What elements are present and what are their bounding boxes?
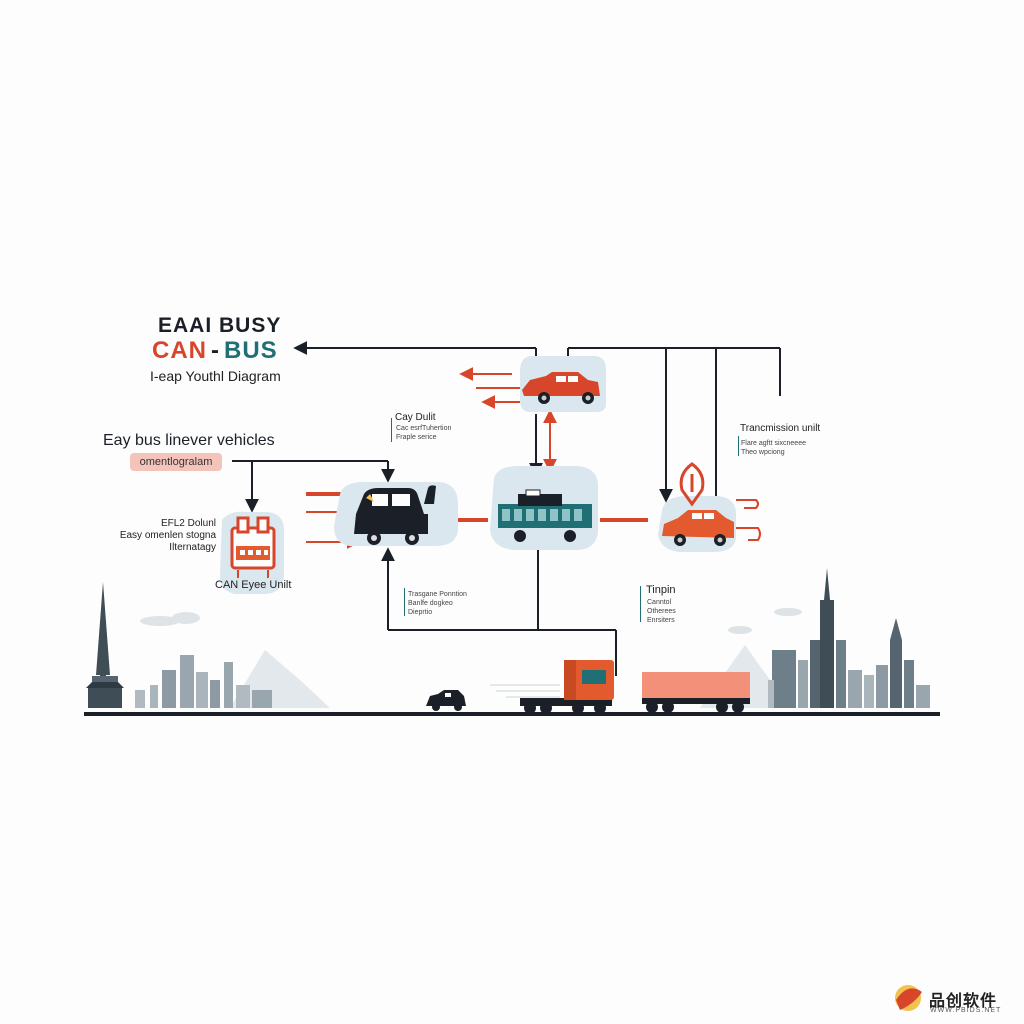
tinpin-lines: Canntol Otherees Enrsiters	[647, 598, 676, 625]
transmission-lines: Flare agftt sixcneeee Theo wpciong	[741, 439, 806, 457]
tinpin-bar	[640, 586, 641, 622]
pill-label[interactable]: omentlogralam	[130, 453, 222, 471]
connection-lines	[232, 341, 781, 676]
watermark-sub: WWW.PBIDS.NET	[930, 1007, 1002, 1014]
bottom-text-lines: Trasgane Ponntion Banlfe dogkeo Dieprtio	[408, 590, 467, 617]
ecu-line-1: EFL2 Dolunl	[160, 518, 216, 529]
transmission-title: Trancmission unilt	[740, 423, 821, 434]
orange-car-icon[interactable]	[658, 496, 736, 552]
title-bus: BUS	[224, 337, 278, 364]
truck-icon[interactable]	[490, 660, 614, 714]
tinpin-line-3: Enrsiters	[647, 617, 675, 624]
city-skyline	[86, 568, 930, 708]
title-line-3: I-eap Youthl Diagram	[150, 368, 281, 384]
bottom-line-2: Banlfe dogkeo	[408, 600, 453, 607]
bottom-line-3: Dieprtio	[408, 609, 433, 616]
title-line-1: EAAI BUSY	[158, 314, 282, 337]
transmission-bar	[738, 436, 739, 456]
transmission-line-2: Theo wpciong	[741, 449, 785, 456]
black-car-icon[interactable]	[334, 481, 458, 546]
subheading: Eay bus linever vehicles	[103, 432, 275, 449]
ecu-unit-label: CAN Eyee Unilt	[215, 579, 292, 591]
trailer-icon[interactable]	[642, 672, 750, 713]
ecu-line-3: Ilternatagy	[169, 542, 216, 553]
ecu-unit-icon[interactable]	[220, 511, 284, 594]
watermark-text: 品创软件	[929, 993, 998, 1010]
car-block-lines: Cac esrfTuhertion Fraple serice	[396, 424, 451, 442]
car-block-line-2: Fraple serice	[396, 434, 437, 441]
title-can: CAN	[152, 337, 207, 364]
car-block-title: Cay Dulit	[395, 412, 436, 423]
bottom-line-1: Trasgane Ponntion	[408, 591, 467, 598]
title-line-2: CAN-BUS	[152, 337, 278, 365]
bottom-text-bar	[404, 588, 405, 616]
watermark-logo-icon	[895, 985, 922, 1011]
ecu-line-2: Easy omenlen stogna	[119, 530, 216, 541]
bus-icon[interactable]	[490, 466, 598, 550]
tinpin-line-1: Canntol	[647, 599, 672, 606]
location-pin-icon	[679, 462, 705, 507]
car-block-line-1: Cac esrfTuhertion	[396, 425, 452, 432]
red-car-icon[interactable]	[520, 356, 606, 412]
red-link-lines	[306, 367, 761, 549]
ecu-description: EFL2 Dolunl Easy omenlen stogna Ilternat…	[100, 518, 216, 554]
car-block-bar	[391, 418, 392, 442]
tinpin-title: Tinpin	[646, 584, 676, 596]
tinpin-line-2: Otherees	[647, 608, 676, 615]
small-car-icon[interactable]	[426, 690, 466, 711]
transmission-line-1: Flare agftt sixcneeee	[741, 440, 806, 447]
title-dash: -	[211, 337, 220, 364]
